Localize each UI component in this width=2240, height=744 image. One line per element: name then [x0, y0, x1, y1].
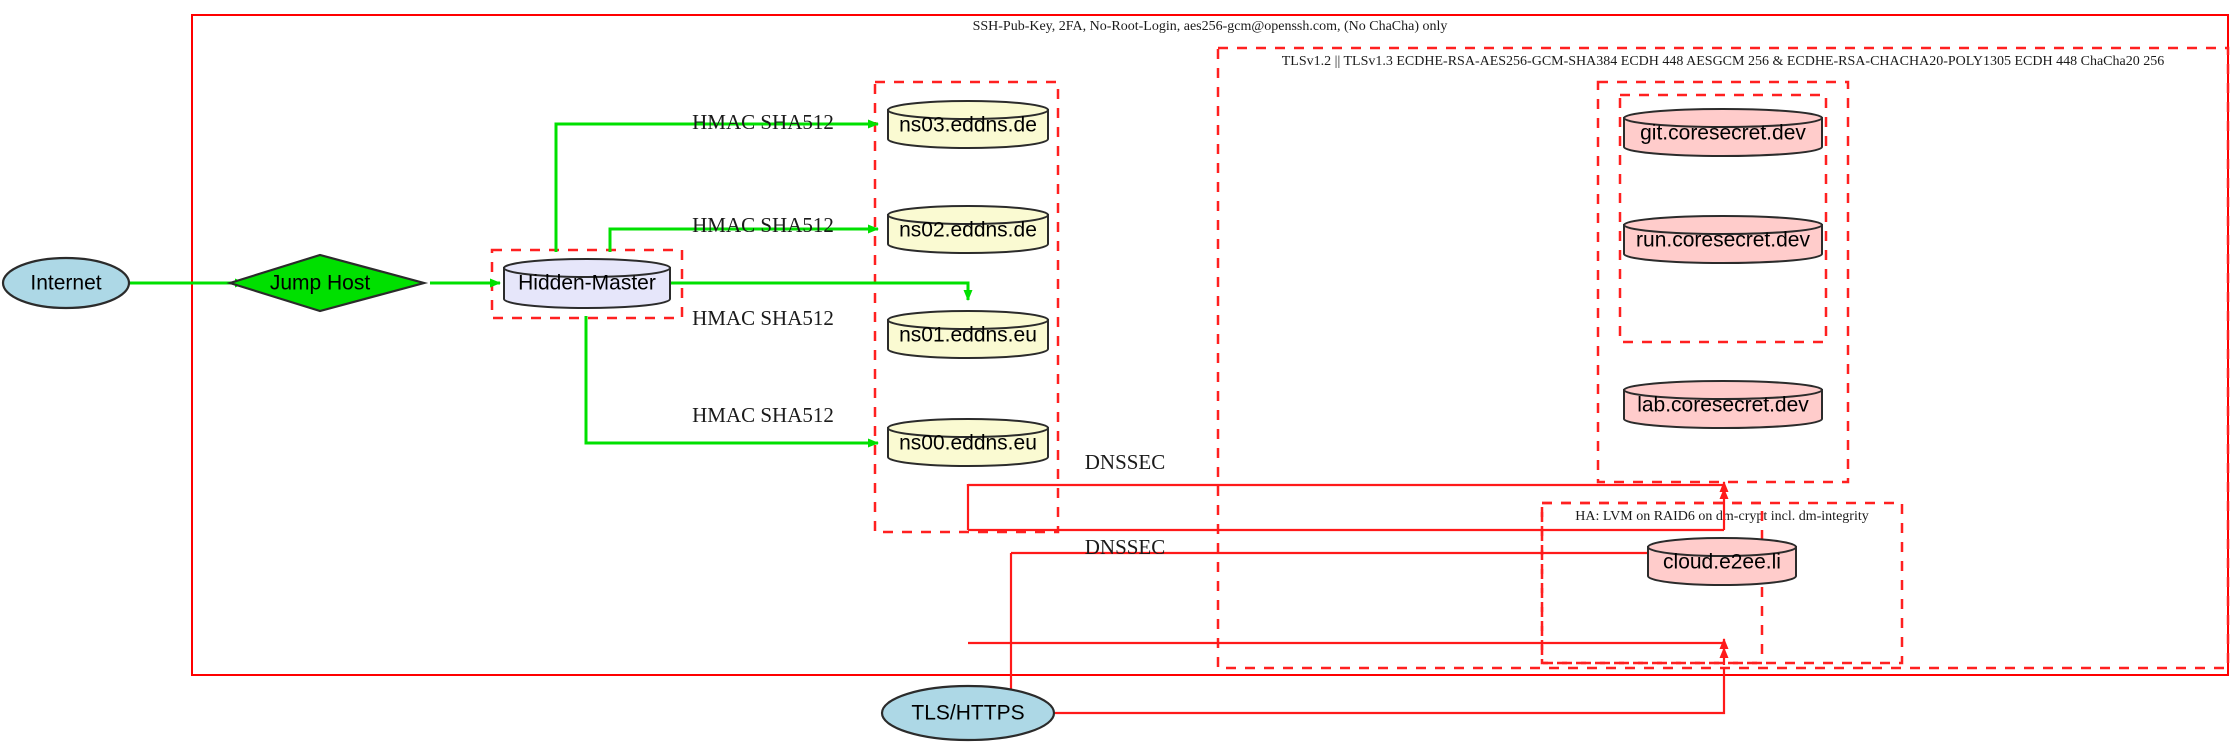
node-hidden-master[interactable]: Hidden-Master: [503, 258, 671, 309]
node-ns02-label: ns02.eddns.de: [899, 219, 1037, 242]
cluster-dns-boundary: [873, 80, 1060, 534]
node-lab-label: lab.coresecret.dev: [1637, 394, 1809, 417]
node-hidden-master-label: Hidden-Master: [518, 272, 656, 295]
node-ns00[interactable]: ns00.eddns.eu: [887, 418, 1049, 467]
edge-hiddenmaster-to-ns03: [554, 119, 879, 252]
node-internet-label: Internet: [30, 272, 101, 295]
edge-tlshttps-bottom-route: [1054, 668, 1726, 715]
node-run-coresecret[interactable]: run.coresecret.dev: [1623, 215, 1823, 264]
edge-label-dnssec-lower: DNSSEC: [1085, 535, 1166, 559]
edge-hiddenmaster-to-ns01: [668, 281, 973, 301]
node-internet[interactable]: Internet: [1, 256, 131, 310]
node-git-label: git.coresecret.dev: [1640, 122, 1806, 145]
node-cloud-label: cloud.e2ee.li: [1663, 551, 1781, 574]
edge-label-hmac-ns01: HMAC SHA512: [692, 306, 834, 330]
node-tls-https[interactable]: TLS/HTTPS: [880, 684, 1056, 742]
cluster-ssh-label: SSH-Pub-Key, 2FA, No-Root-Login, aes256-…: [973, 19, 1448, 34]
edge-hiddenmaster-to-ns02: [608, 224, 879, 252]
node-ns00-label: ns00.eddns.eu: [899, 432, 1037, 455]
node-ns03-label: ns03.eddns.de: [899, 114, 1037, 137]
node-git-coresecret[interactable]: git.coresecret.dev: [1623, 108, 1823, 157]
node-ns03[interactable]: ns03.eddns.de: [887, 100, 1049, 149]
node-run-label: run.coresecret.dev: [1636, 229, 1810, 252]
node-tls-https-label: TLS/HTTPS: [911, 702, 1024, 725]
edge-label-hmac-ns00: HMAC SHA512: [692, 403, 834, 427]
node-ns02[interactable]: ns02.eddns.de: [887, 205, 1049, 254]
edge-label-hmac-ns03: HMAC SHA512: [692, 110, 834, 134]
cluster-ha-label: HA: LVM on RAID6 on dm-crypt incl. dm-in…: [1575, 509, 1868, 524]
cluster-gitrun-boundary: [1618, 93, 1828, 344]
cluster-ssh-boundary: [191, 14, 2229, 676]
node-jump-host[interactable]: Jump Host: [226, 253, 429, 313]
node-jump-host-label: Jump Host: [270, 272, 371, 295]
node-ns01[interactable]: ns01.eddns.eu: [887, 310, 1049, 359]
node-lab-coresecret[interactable]: lab.coresecret.dev: [1623, 380, 1823, 429]
node-ns01-label: ns01.eddns.eu: [899, 324, 1037, 347]
cluster-tls-label: TLSv1.2 || TLSv1.3 ECDHE-RSA-AES256-GCM-…: [1282, 54, 2164, 69]
edge-label-hmac-ns02: HMAC SHA512: [692, 213, 834, 237]
edge-hiddenmaster-to-ns00: [584, 316, 879, 448]
edge-label-dnssec-upper: DNSSEC: [1085, 450, 1166, 474]
node-cloud-e2ee[interactable]: cloud.e2ee.li: [1647, 537, 1797, 586]
edge-dnssec-upper-horizontal: [966, 483, 1724, 487]
